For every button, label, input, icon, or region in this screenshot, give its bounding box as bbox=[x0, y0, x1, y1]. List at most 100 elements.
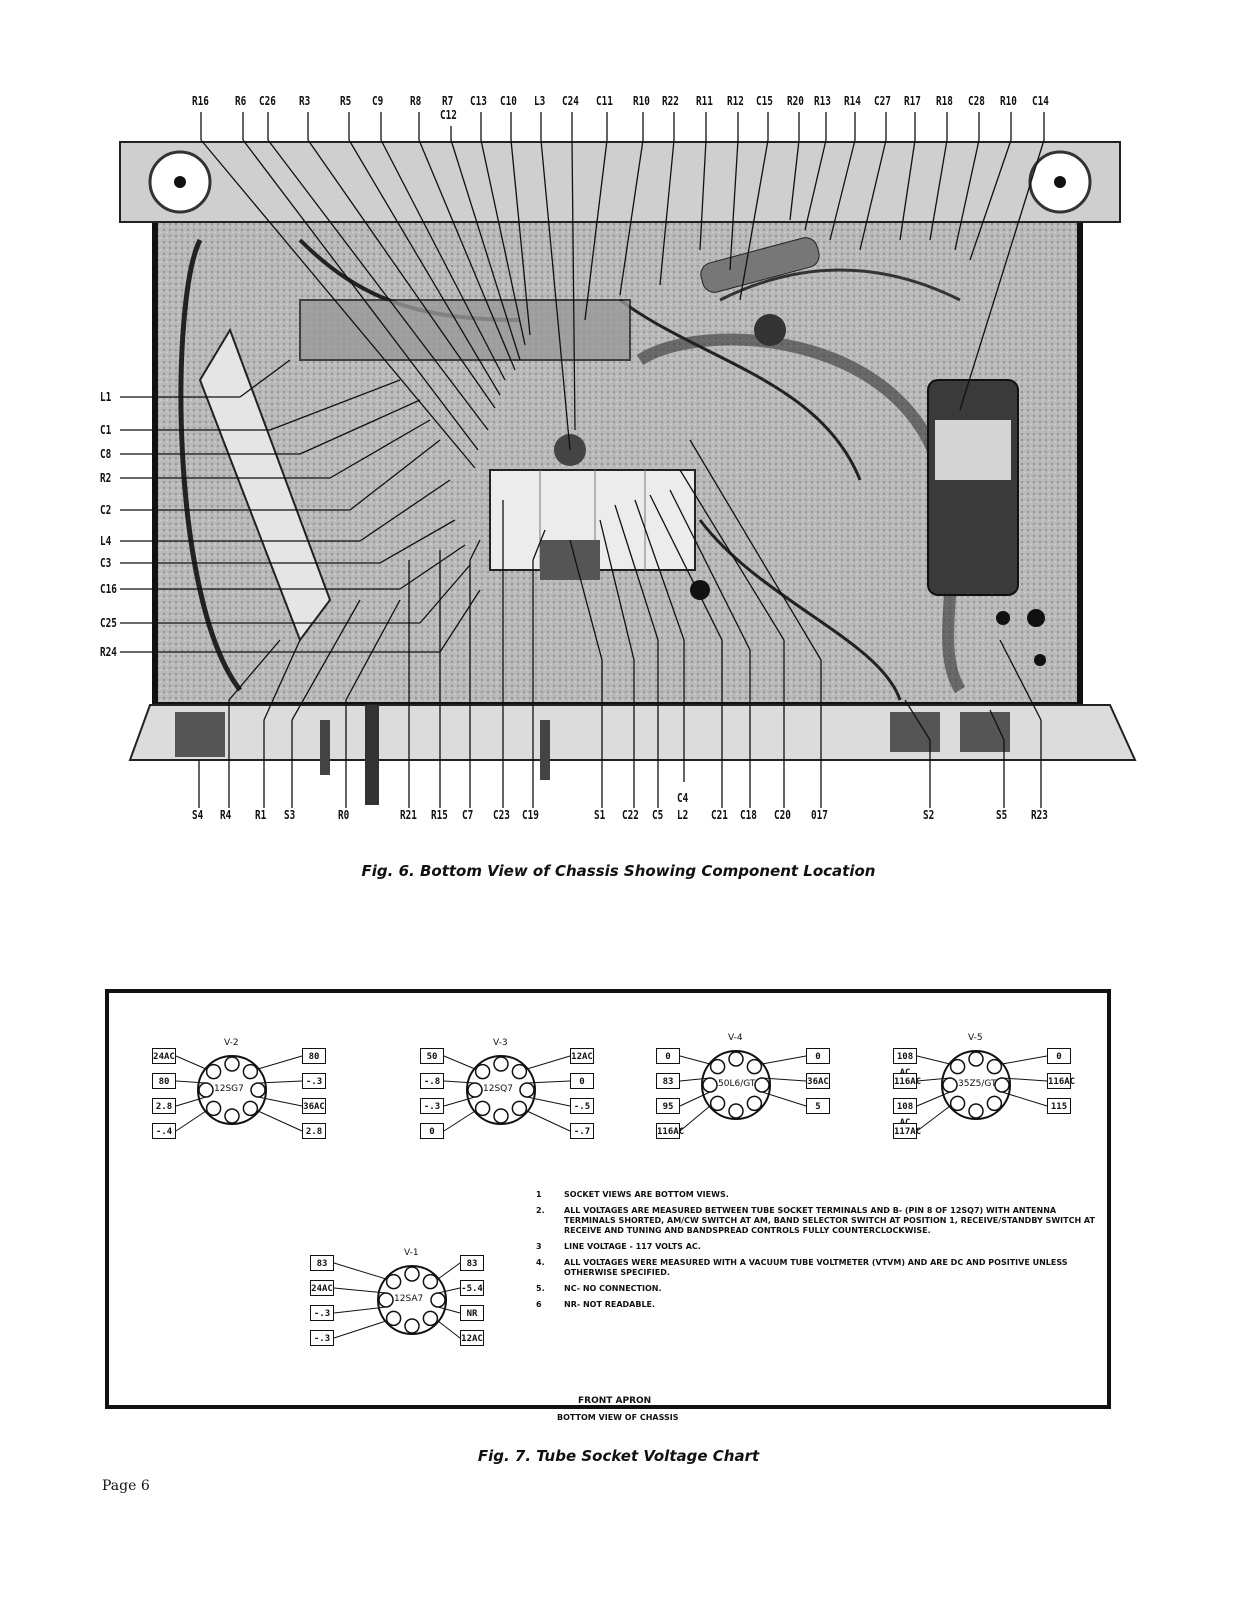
front-apron-label: FRONT APRON bbox=[578, 1396, 652, 1406]
left-component-label: L4 bbox=[100, 534, 112, 548]
note-number: 4. bbox=[536, 1258, 545, 1267]
left-component-label: R2 bbox=[100, 471, 112, 485]
voltage-box: -.3 bbox=[310, 1330, 334, 1346]
voltage-box: 116AC bbox=[893, 1073, 921, 1089]
figure6-caption: Fig. 6. Bottom View of Chassis Showing C… bbox=[361, 862, 876, 880]
voltage-box: 115 bbox=[1047, 1098, 1071, 1114]
note-text: NC- NO CONNECTION. bbox=[564, 1284, 662, 1293]
top-component-label: C27 bbox=[874, 94, 891, 108]
voltage-box: 50 bbox=[420, 1048, 444, 1064]
top-component-label: C11 bbox=[596, 94, 613, 108]
bottom-component-label: C21 bbox=[711, 808, 728, 822]
voltage-box: 2.8 bbox=[152, 1098, 176, 1114]
top-component-label: R6 bbox=[235, 94, 247, 108]
bottom-component-label: C18 bbox=[740, 808, 757, 822]
top-component-label: R14 bbox=[844, 94, 861, 108]
bottom-component-label: R23 bbox=[1031, 808, 1048, 822]
top-component-label: C14 bbox=[1032, 94, 1049, 108]
bottom-component-label: L2 bbox=[677, 808, 689, 822]
note-number: 3 bbox=[536, 1242, 542, 1251]
voltage-box: -5.4 bbox=[460, 1280, 484, 1296]
voltage-box: 12AC bbox=[570, 1048, 594, 1064]
voltage-box: -.7 bbox=[570, 1123, 594, 1139]
bottom-component-label: C23 bbox=[493, 808, 510, 822]
socket-id: V-4 bbox=[728, 1033, 743, 1043]
top-component-label: R20 bbox=[787, 94, 804, 108]
bottom-component-label: R1 bbox=[255, 808, 267, 822]
bottom-component-label: C22 bbox=[622, 808, 639, 822]
left-component-label: C16 bbox=[100, 582, 117, 596]
top-component-label: R3 bbox=[299, 94, 311, 108]
chassis-photo bbox=[119, 112, 1137, 808]
bottom-component-label: R15 bbox=[431, 808, 448, 822]
voltage-box: 83 bbox=[460, 1255, 484, 1271]
top-component-label: R7 bbox=[442, 94, 454, 108]
top-component-label: R10 bbox=[633, 94, 650, 108]
chart-note: 3 LINE VOLTAGE - 117 VOLTS AC. bbox=[536, 1242, 1096, 1252]
note-text: ALL VOLTAGES WERE MEASURED WITH A VACUUM… bbox=[564, 1258, 1068, 1277]
tube-type: 12SA7 bbox=[394, 1294, 424, 1304]
top-component-label: R10 bbox=[1000, 94, 1017, 108]
voltage-box: -.3 bbox=[310, 1305, 334, 1321]
bottom-component-label: C7 bbox=[462, 808, 474, 822]
bottom-component-label: S3 bbox=[284, 808, 296, 822]
voltage-box: 116AC bbox=[1047, 1073, 1075, 1089]
left-component-label: C3 bbox=[100, 556, 112, 570]
voltage-box: -.4 bbox=[152, 1123, 176, 1139]
bottom-component-label: C4 bbox=[677, 791, 689, 805]
voltage-box: 12AC bbox=[460, 1330, 484, 1346]
voltage-box: 80 bbox=[302, 1048, 326, 1064]
voltage-box: 5 bbox=[806, 1098, 830, 1114]
top-component-label: R17 bbox=[904, 94, 921, 108]
voltage-chart-frame bbox=[105, 989, 1111, 1409]
tube-type: 12SQ7 bbox=[483, 1084, 513, 1094]
voltage-box: 36AC bbox=[806, 1073, 830, 1089]
bottom-view-label: BOTTOM VIEW OF CHASSIS bbox=[557, 1413, 679, 1422]
voltage-box: -.3 bbox=[302, 1073, 326, 1089]
left-component-label: C25 bbox=[100, 616, 117, 630]
voltage-box: 83 bbox=[310, 1255, 334, 1271]
bottom-component-label: 017 bbox=[811, 808, 828, 822]
voltage-box: 0 bbox=[656, 1048, 680, 1064]
voltage-box: 24AC bbox=[152, 1048, 176, 1064]
left-component-label: C1 bbox=[100, 423, 112, 437]
top-component-label: C9 bbox=[372, 94, 384, 108]
left-component-label: R24 bbox=[100, 645, 117, 659]
chart-note: 4. ALL VOLTAGES WERE MEASURED WITH A VACU… bbox=[536, 1258, 1096, 1278]
voltage-box: -.3 bbox=[420, 1098, 444, 1114]
left-component-label: C2 bbox=[100, 503, 112, 517]
bottom-component-label: R21 bbox=[400, 808, 417, 822]
note-text: LINE VOLTAGE - 117 VOLTS AC. bbox=[564, 1242, 701, 1251]
voltage-box: 117AC bbox=[893, 1123, 921, 1139]
note-text: NR- NOT READABLE. bbox=[564, 1300, 656, 1309]
top-component-label: R5 bbox=[340, 94, 352, 108]
note-number: 6 bbox=[536, 1300, 542, 1309]
top-component-label: C13 bbox=[470, 94, 487, 108]
note-number: 1 bbox=[536, 1190, 542, 1199]
bottom-component-label: C19 bbox=[522, 808, 539, 822]
voltage-box: 0 bbox=[570, 1073, 594, 1089]
top-component-label: R18 bbox=[936, 94, 953, 108]
socket-id: V-1 bbox=[404, 1248, 419, 1258]
voltage-box: 0 bbox=[806, 1048, 830, 1064]
bottom-component-label: S5 bbox=[996, 808, 1008, 822]
socket-id: V-5 bbox=[968, 1033, 983, 1043]
voltage-box: 0 bbox=[420, 1123, 444, 1139]
chart-note: 5. NC- NO CONNECTION. bbox=[536, 1284, 1096, 1294]
top-component-label: C12 bbox=[440, 108, 457, 122]
top-component-label: C10 bbox=[500, 94, 517, 108]
top-component-label: C28 bbox=[968, 94, 985, 108]
left-component-label: C8 bbox=[100, 447, 112, 461]
tube-type: 50L6/GT bbox=[718, 1079, 756, 1089]
top-component-label: R12 bbox=[727, 94, 744, 108]
note-number: 5. bbox=[536, 1284, 545, 1293]
note-text: ALL VOLTAGES ARE MEASURED BETWEEN TUBE S… bbox=[564, 1206, 1095, 1235]
voltage-box: 0 bbox=[1047, 1048, 1071, 1064]
voltage-box: 36AC bbox=[302, 1098, 326, 1114]
voltage-box: 83 bbox=[656, 1073, 680, 1089]
